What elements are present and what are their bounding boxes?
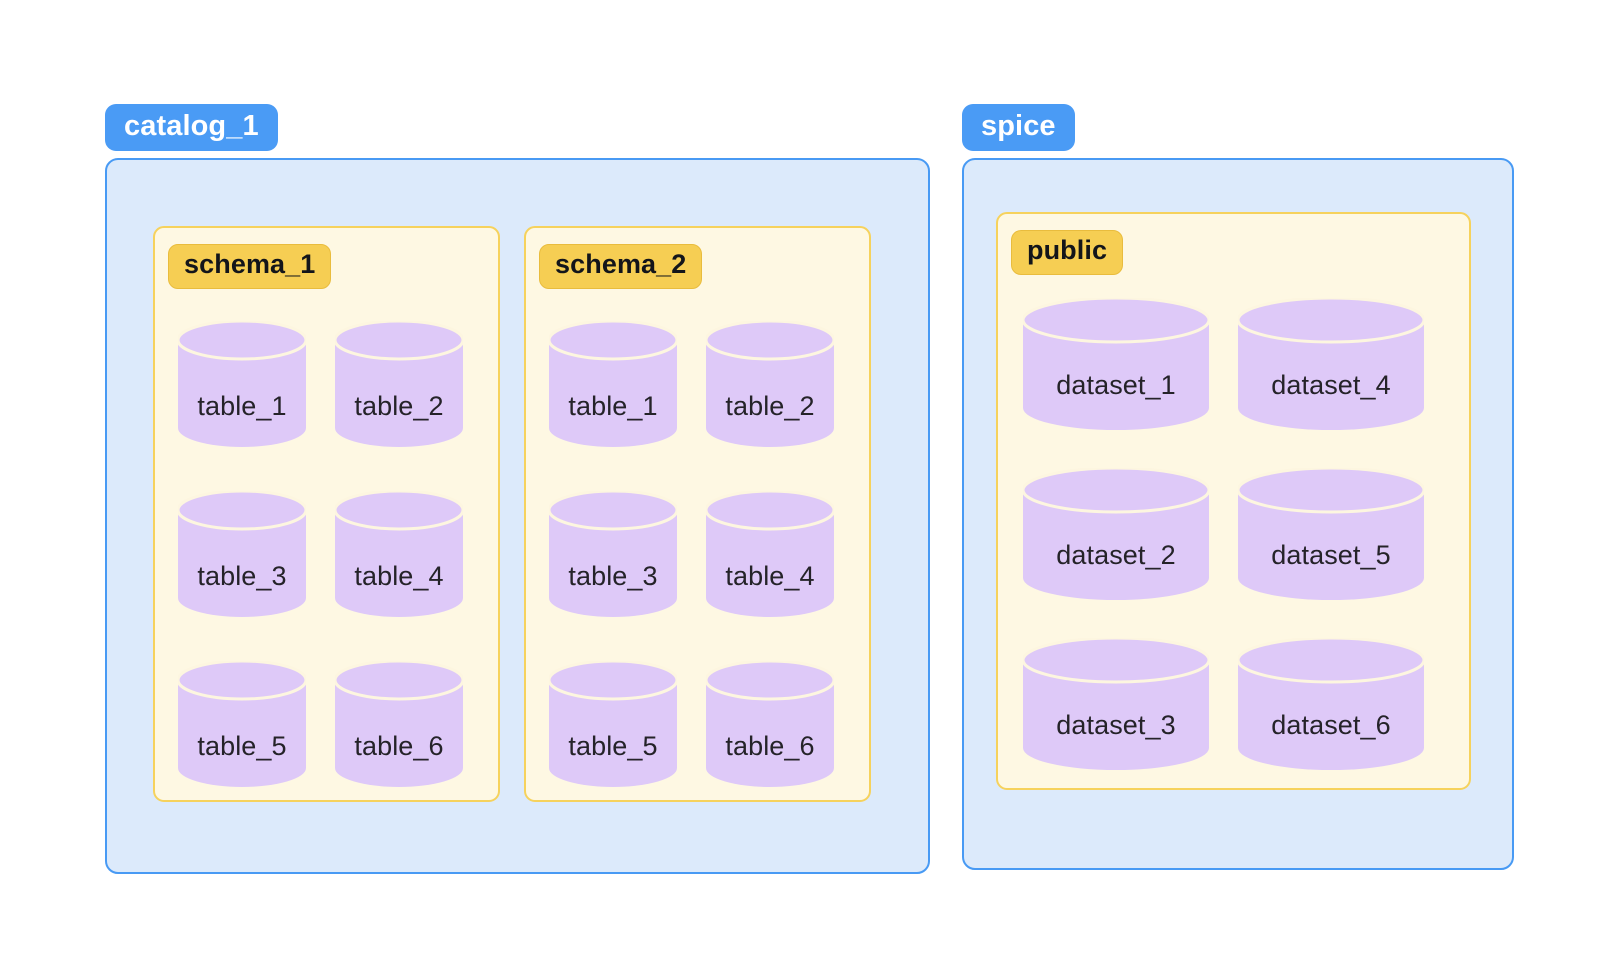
cylinder-label: table_2 xyxy=(354,391,444,421)
table-cylinder[interactable]: table_4 xyxy=(706,491,834,617)
cylinder-label: dataset_3 xyxy=(1056,710,1176,740)
cylinder-label: table_4 xyxy=(725,561,815,591)
database-cylinder-icon xyxy=(178,491,306,617)
database-cylinder-icon xyxy=(335,321,463,447)
database-cylinder-icon xyxy=(1023,468,1209,600)
dataset-cylinder[interactable]: dataset_2 xyxy=(1023,468,1209,600)
cylinder-label: table_3 xyxy=(197,561,287,591)
schema-panel-schema-1: schema_1 table_1 table_2 xyxy=(153,226,500,802)
cylinder-label: dataset_6 xyxy=(1271,710,1391,740)
database-cylinder-icon xyxy=(1023,638,1209,770)
table-cylinder[interactable]: table_2 xyxy=(335,321,463,447)
cylinder-label: table_3 xyxy=(568,561,658,591)
schema-badge-schema-2[interactable]: schema_2 xyxy=(539,244,703,289)
cylinder-label: table_5 xyxy=(197,731,287,761)
table-cylinder[interactable]: table_1 xyxy=(178,321,306,447)
dataset-cylinder[interactable]: dataset_3 xyxy=(1023,638,1209,770)
cylinder-label: table_1 xyxy=(197,391,287,421)
table-cylinder[interactable]: table_2 xyxy=(706,321,834,447)
schema-badge-schema-1[interactable]: schema_1 xyxy=(168,244,332,289)
schema-panel-schema-2: schema_2 table_1 table_2 xyxy=(524,226,871,802)
database-cylinder-icon xyxy=(335,491,463,617)
group-catalog-1: catalog_1 schema_1 table_1 table_2 xyxy=(105,104,930,874)
table-cylinder[interactable]: table_5 xyxy=(178,661,306,787)
cylinder-label: table_2 xyxy=(725,391,815,421)
database-cylinder-icon xyxy=(1238,298,1424,430)
group-spice: spice public dataset_1 dataset_4 xyxy=(962,104,1514,870)
group-badge-spice[interactable]: spice xyxy=(962,104,1075,152)
table-cylinder[interactable]: table_1 xyxy=(549,321,677,447)
cylinder-label: table_4 xyxy=(354,561,444,591)
table-cylinder[interactable]: table_6 xyxy=(335,661,463,787)
dataset-cylinder[interactable]: dataset_1 xyxy=(1023,298,1209,430)
cylinder-label: table_5 xyxy=(568,731,658,761)
database-cylinder-icon xyxy=(1238,638,1424,770)
cylinder-label: dataset_5 xyxy=(1271,540,1391,570)
dataset-cylinder[interactable]: dataset_4 xyxy=(1238,298,1424,430)
database-cylinder-icon xyxy=(706,491,834,617)
table-cylinder[interactable]: table_6 xyxy=(706,661,834,787)
database-cylinder-icon xyxy=(178,661,306,787)
database-cylinder-icon xyxy=(706,321,834,447)
dataset-cylinder[interactable]: dataset_6 xyxy=(1238,638,1424,770)
cylinder-label: dataset_1 xyxy=(1056,370,1176,400)
dataset-cylinder[interactable]: dataset_5 xyxy=(1238,468,1424,600)
table-cylinder[interactable]: table_4 xyxy=(335,491,463,617)
database-cylinder-icon xyxy=(335,661,463,787)
cylinder-label: table_6 xyxy=(725,731,815,761)
database-cylinder-icon xyxy=(1238,468,1424,600)
table-cylinder[interactable]: table_3 xyxy=(178,491,306,617)
database-cylinder-icon xyxy=(549,661,677,787)
schema-panel-public: public dataset_1 dataset_4 xyxy=(996,212,1471,790)
table-cylinder[interactable]: table_3 xyxy=(549,491,677,617)
database-cylinder-icon xyxy=(706,661,834,787)
cylinder-label: table_1 xyxy=(568,391,658,421)
cylinder-label: table_6 xyxy=(354,731,444,761)
database-cylinder-icon xyxy=(549,321,677,447)
table-cylinder[interactable]: table_5 xyxy=(549,661,677,787)
database-cylinder-icon xyxy=(549,491,677,617)
cylinder-label: dataset_4 xyxy=(1271,370,1391,400)
database-cylinder-icon xyxy=(178,321,306,447)
schema-badge-public[interactable]: public xyxy=(1011,230,1124,275)
database-cylinder-icon xyxy=(1023,298,1209,430)
cylinder-label: dataset_2 xyxy=(1056,540,1176,570)
group-badge-catalog-1[interactable]: catalog_1 xyxy=(105,104,278,152)
